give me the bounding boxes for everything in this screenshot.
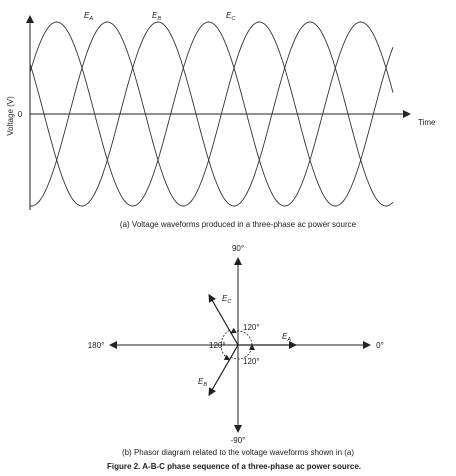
vector-label-ea: EA [282, 332, 291, 343]
angle-arc-b-a [230, 344, 255, 360]
waveform-curves [29, 21, 394, 207]
series-label-ea: EA [84, 11, 93, 22]
phasor-caption: (b) Phasor diagram related to the voltag… [122, 448, 354, 457]
vector-label-eb: EB [198, 377, 207, 388]
waveform-curve-eb [29, 21, 394, 207]
vector-label-ec: EC [222, 294, 231, 305]
x-axis-label: Time [418, 118, 436, 127]
figure-caption: Figure 2. A-B-C phase sequence of a thre… [107, 462, 361, 471]
waveform-curve-ea [29, 21, 394, 207]
angle-arc-c-b [220, 329, 231, 361]
waveform-caption: (a) Voltage waveforms produced in a thre… [120, 220, 357, 229]
phasor-diagram: 90° -90° 180° 0° 120° 120° 120° EA EB EC [88, 244, 384, 445]
label-neg90: -90° [231, 436, 246, 445]
label-0: 0° [376, 341, 384, 350]
waveform-curve-ec [29, 21, 394, 207]
phasor-vector-eb [208, 344, 239, 397]
waveform-series-labels: EA EB EC [84, 11, 235, 22]
angle-label-left: 120° [209, 341, 226, 350]
angle-label-bottom: 120° [243, 357, 260, 366]
waveform-plot: Voltage (V) 0 Time EA EB EC [6, 11, 436, 210]
y-axis-label: Voltage (V) [6, 96, 15, 136]
angle-arc-a-c [230, 327, 253, 346]
phasor-vectors [208, 293, 297, 397]
label-180: 180° [88, 341, 105, 350]
phasor-vector-ec [208, 293, 239, 346]
series-label-ec: EC [226, 11, 235, 22]
label-90: 90° [232, 244, 244, 253]
series-label-eb: EB [152, 11, 161, 22]
angle-label-top: 120° [243, 323, 260, 332]
zero-label: 0 [18, 110, 23, 119]
